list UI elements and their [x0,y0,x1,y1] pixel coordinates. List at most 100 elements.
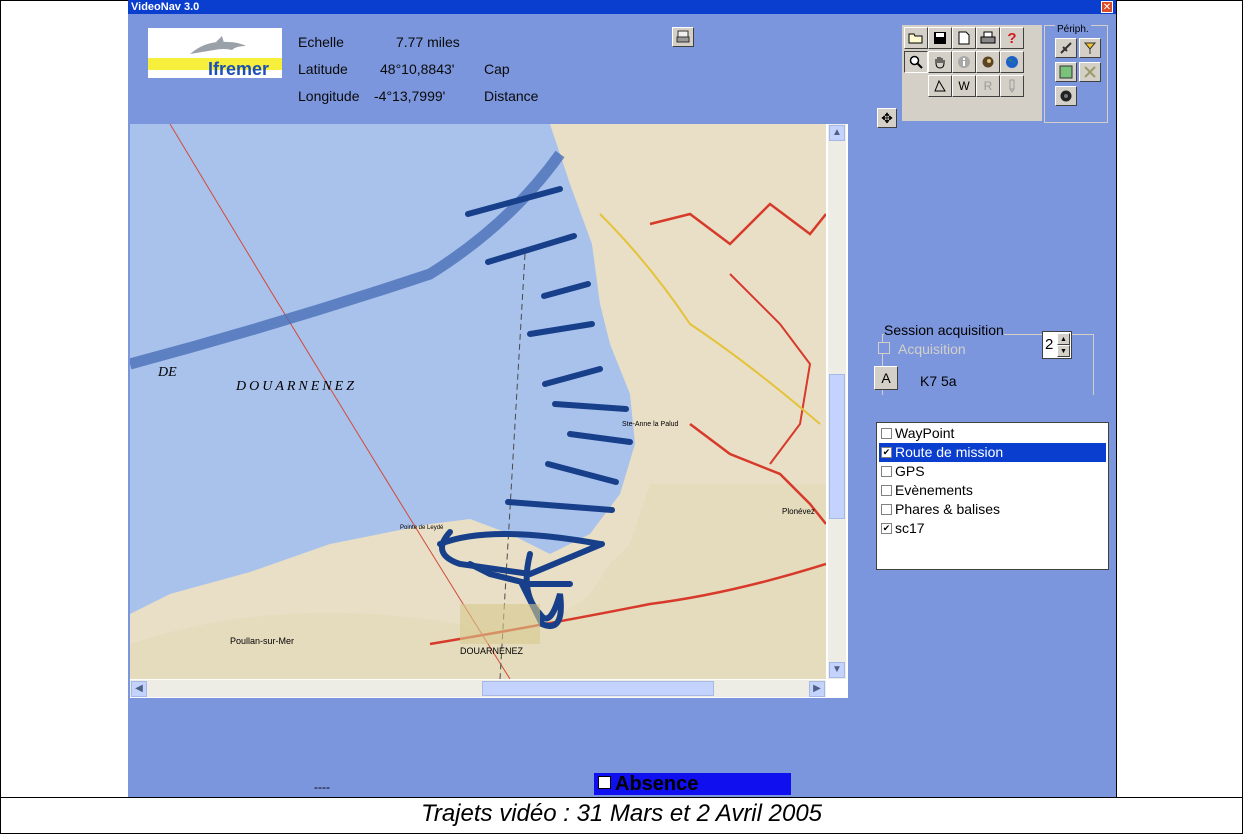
zoom-in-button[interactable]: ✥ [877,108,897,128]
device-button[interactable] [672,27,694,47]
layer-checkbox[interactable]: ✔ [881,446,892,458]
scroll-right-button[interactable]: ▶ [809,681,825,697]
a-button[interactable]: A [874,366,898,390]
map-canvas[interactable]: DE DOUARNENEZ DOUARNENEZ Poullan-sur-Mer… [130,124,826,679]
peripheral-button-5[interactable] [1055,86,1077,106]
layer-label: Evènements [895,482,973,498]
draw-button[interactable] [928,75,952,97]
layer-label: sc17 [895,520,925,536]
layer-checkbox[interactable] [881,465,892,477]
w-button[interactable]: W [952,75,976,97]
layer-label: Route de mission [895,444,1004,460]
absence-checkbox[interactable] [598,776,611,790]
head-icon [982,56,994,68]
tools-icon [1084,66,1096,78]
vertical-scroll-thumb[interactable] [829,374,845,519]
map-label-pointe: Pointe de Leydé [400,525,444,531]
layer-item-waypoint[interactable]: WayPoint [879,424,1106,443]
head-button[interactable] [976,51,1000,73]
new-button[interactable] [952,27,976,49]
zoom-button[interactable] [904,51,928,73]
help-icon: ? [1007,29,1017,47]
crosshair-icon: ✥ [881,109,893,126]
layer-item-evenements[interactable]: Evènements [879,481,1106,500]
save-button[interactable] [928,27,952,49]
figure-caption: Trajets vidéo : 31 Mars et 2 Avril 2005 [420,800,823,827]
pen-button[interactable] [1000,75,1024,97]
layer-checkbox[interactable] [881,427,892,439]
close-button[interactable]: ✕ [1101,1,1113,13]
echelle-value: 7.77 miles [396,34,460,50]
info-button[interactable] [952,51,976,73]
peripheral-button-1[interactable] [1055,38,1077,58]
scroll-up-button[interactable]: ▲ [829,125,845,141]
zoom-icon [909,55,923,69]
longitude-value: -4°13,7999' [374,88,446,104]
print-button[interactable] [976,27,1000,49]
spinner-down-button[interactable]: ▼ [1057,345,1070,357]
latitude-label: Latitude [298,61,348,77]
spinner-up-button[interactable]: ▲ [1057,333,1070,345]
map-panel: DE DOUARNENEZ DOUARNENEZ Poullan-sur-Mer… [130,124,848,698]
map-label-plonevez: Plonévez [782,507,815,516]
map-label-de: DE [157,365,177,380]
dolphin-logo-icon [190,36,246,54]
scroll-down-button[interactable]: ▼ [829,662,845,678]
distance-label: Distance [484,88,539,104]
horizontal-scrollbar[interactable]: ◀ ▶ [130,680,826,697]
layer-item-route-de-mission[interactable]: ✔Route de mission [879,443,1106,462]
layer-checkbox[interactable] [881,503,892,515]
open-button[interactable] [904,27,928,49]
layer-item-gps[interactable]: GPS [879,462,1106,481]
ifremer-logo: Ifremer [148,28,282,78]
globe-icon [1006,56,1018,68]
layer-label: WayPoint [895,425,955,441]
title-bar: VideoNav 3.0 ✕ [128,0,1116,14]
layer-checkbox[interactable]: ✔ [881,522,892,534]
map-label-poullan: Poullan-sur-Mer [230,636,294,646]
globe-button[interactable] [1000,51,1024,73]
camera-icon [1060,90,1072,102]
map-label-douarnenez: DOUARNENEZ [235,379,357,394]
peripherals-label: Périph. [1055,24,1091,35]
acquisition-label: Acquisition [898,341,966,357]
layer-checkbox[interactable] [881,484,892,496]
r-button[interactable]: R [976,75,1000,97]
horizontal-scroll-thumb[interactable] [482,681,714,696]
pan-button[interactable] [928,51,952,73]
scroll-left-button[interactable]: ◀ [131,681,147,697]
cap-label: Cap [484,61,510,77]
peripheral-button-3[interactable] [1055,62,1077,82]
frame-divider-bottom [0,797,1243,798]
peripheral-button-2[interactable] [1079,38,1101,58]
session-acquisition-group: Session acquisition Acquisition 2 ▲ ▼ A … [874,322,1098,396]
vertical-scrollbar[interactable]: ▲ ▼ [828,124,846,679]
pan-hand-icon [935,57,945,69]
frame-divider-right [1116,0,1117,797]
session-code: K7 5a [920,373,957,389]
absence-label: Absence [615,773,699,795]
new-document-icon [958,31,970,45]
satellite-icon [1060,42,1072,54]
pen-icon [1009,79,1015,93]
session-spinner-value: 2 [1045,336,1054,353]
layers-list[interactable]: WayPoint ✔Route de mission GPS Evènement… [876,422,1109,570]
acquisition-checkbox[interactable] [878,342,890,354]
info-icon [958,56,970,68]
peripheral-button-4[interactable] [1079,62,1101,82]
longitude-label: Longitude [298,88,360,104]
layer-item-phares-balises[interactable]: Phares & balises [879,500,1106,519]
absence-bar[interactable]: Absence [594,773,791,795]
map-view[interactable]: DE DOUARNENEZ DOUARNENEZ Poullan-sur-Mer… [130,124,826,679]
layer-item-sc17[interactable]: ✔sc17 [879,519,1106,538]
print-icon [980,31,996,44]
logo-band [148,58,282,70]
echelle-label: Echelle [298,34,344,50]
layer-label: GPS [895,463,925,479]
draw-icon [934,79,946,92]
help-button[interactable]: ? [1000,27,1024,49]
session-spinner[interactable]: 2 ▲ ▼ [1042,331,1072,359]
videonav-window: VideoNav 3.0 ✕ Ifremer Echelle 7.77 mile… [128,0,1116,797]
toolbar: ? W R [902,25,1042,121]
device-icon [676,30,690,43]
